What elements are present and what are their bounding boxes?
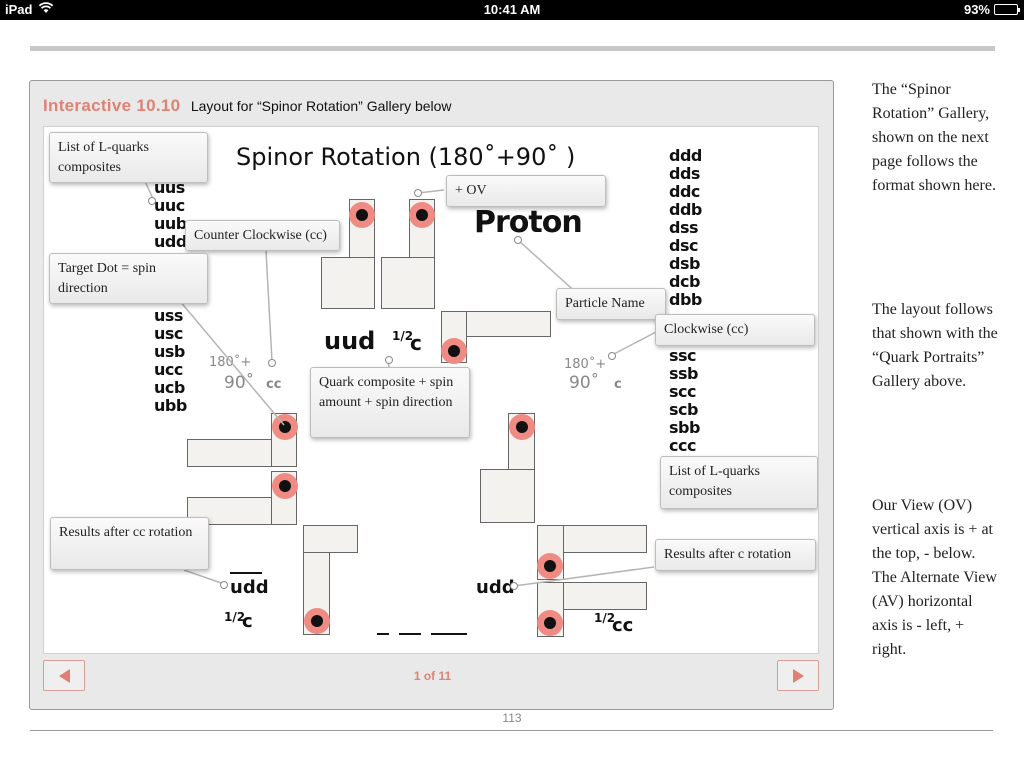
result-left-composite: udd [230, 577, 269, 598]
left-quark-list-top: uus uuc uub udd [154, 178, 187, 251]
page-number: 113 [502, 711, 522, 725]
blank-dash [431, 633, 467, 635]
result-left-spin: c [242, 611, 253, 632]
device-name: iPad [5, 2, 33, 17]
target-dot [349, 202, 375, 228]
callout-counter-clockwise[interactable]: Counter Clockwise (cc) [185, 220, 340, 251]
blank-dash [399, 633, 421, 635]
status-left: iPad [5, 2, 54, 17]
right-rotation-90: 90˚ [569, 373, 600, 393]
wifi-icon [38, 2, 54, 17]
battery-percent: 93% [963, 2, 990, 17]
interactive-caption: Layout for “Spinor Rotation” Gallery bel… [190, 98, 452, 114]
right-rotation-180: 180˚+ [564, 357, 607, 372]
target-dot [537, 610, 563, 636]
side-paragraph-2: The layout follows that shown with the “… [872, 301, 998, 390]
callout-connectors [143, 178, 657, 590]
result-right-composite: udd [476, 577, 515, 598]
center-fraction: 1/2 [392, 329, 414, 343]
side-paragraph-3: Our View (OV) vertical axis is + at the … [872, 497, 997, 658]
diagram-title: Spinor Rotation (180˚+90˚ ) [236, 143, 576, 171]
blank-dash [377, 633, 389, 635]
top-rule [30, 46, 995, 51]
left-rotation-90: 90˚ [224, 373, 255, 393]
target-dot [272, 414, 298, 440]
left-rotation-180: 180˚+ [209, 355, 252, 370]
status-bar: iPad 10:41 AM 93% [0, 0, 1024, 20]
next-button[interactable] [777, 660, 819, 691]
callout-particle-name[interactable]: Particle Name [556, 288, 666, 320]
callout-ov[interactable]: + OV [446, 175, 606, 207]
left-rotation-dir: cc [266, 377, 282, 392]
l-shape [303, 525, 358, 553]
side-paragraph-1: The “Spinor Rotation” Gallery, shown on … [872, 81, 996, 194]
battery-icon [994, 4, 1020, 15]
diagram-stage: Spinor Rotation (180˚+90˚ ) Proton uus u… [43, 126, 819, 654]
callout-target-dot[interactable]: Target Dot = spin direction [49, 253, 208, 304]
result-left-fraction: 1/2 [224, 610, 246, 624]
l-shape [381, 257, 435, 309]
previous-button[interactable] [43, 660, 85, 691]
callout-list-right[interactable]: List of L-quarks composites [660, 456, 818, 509]
center-spin: c [410, 331, 422, 355]
target-dot [441, 338, 467, 364]
interactive-frame: Interactive 10.10 Layout for “Spinor Rot… [29, 80, 834, 710]
status-time: 10:41 AM [483, 2, 541, 17]
interactive-title: Interactive 10.10 Layout for “Spinor Rot… [43, 96, 452, 116]
target-dot [509, 414, 535, 440]
target-dot [537, 553, 563, 579]
target-dot [272, 473, 298, 499]
callout-quark-composite[interactable]: Quark composite + spin amount + spin dir… [310, 367, 470, 438]
right-rotation-dir: c [614, 377, 622, 392]
target-dot [409, 202, 435, 228]
target-dot [304, 608, 330, 634]
right-quark-list-top: ddd dds ddc ddb dss dsc dsb dcb dbb [669, 146, 702, 309]
callout-results-c[interactable]: Results after c rotation [655, 539, 816, 571]
interactive-number: Interactive 10.10 [43, 96, 181, 115]
callout-results-cc[interactable]: Results after cc rotation [50, 517, 209, 570]
page-indicator: 1 of 11 [413, 669, 452, 683]
bottom-rule [30, 730, 993, 731]
status-right: 93% [963, 2, 1020, 17]
l-shape [480, 469, 535, 523]
callout-clockwise[interactable]: Clockwise (cc) [655, 314, 815, 346]
triangle-left-icon [58, 668, 70, 683]
callout-list-left[interactable]: List of L-quarks composites [49, 132, 208, 183]
l-shape [321, 257, 375, 309]
result-right-spin: cc [612, 615, 634, 636]
triangle-right-icon [792, 668, 804, 683]
center-composite: uud [324, 327, 376, 355]
overline-bar [230, 572, 262, 574]
left-quark-list-bottom: uss usc usb ucc ucb ubb [154, 306, 187, 415]
result-right-fraction: 1/2 [594, 611, 616, 625]
particle-name: Proton [474, 205, 583, 240]
